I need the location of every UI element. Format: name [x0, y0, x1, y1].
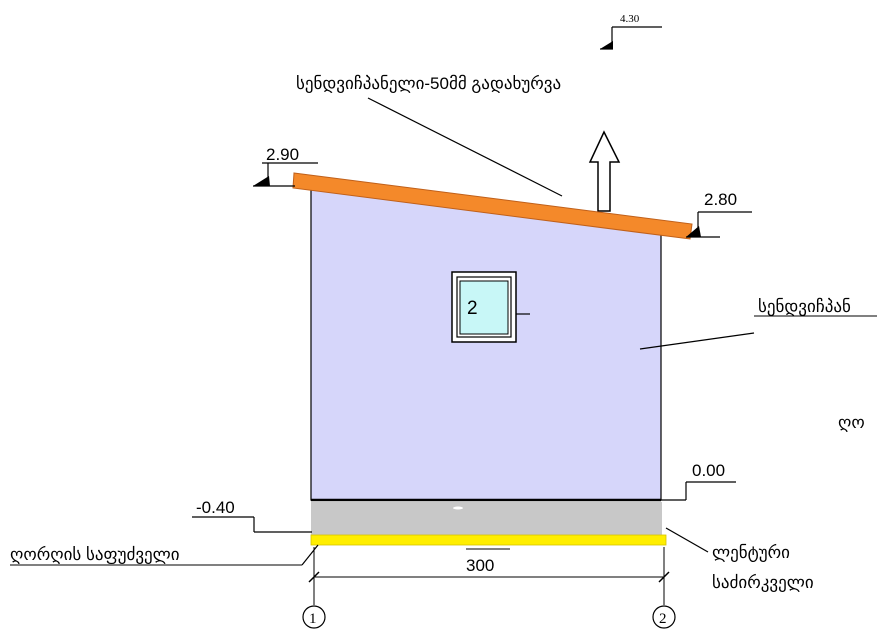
- roof-top-level-mark: 4.30: [600, 13, 662, 50]
- roof-slab: [292, 172, 693, 240]
- foundation-level-text: -0.40: [196, 498, 235, 517]
- axis-2-label: 2: [659, 611, 667, 627]
- right-level-text: 2.80: [704, 190, 737, 209]
- side-text-fragment: ღო: [838, 413, 865, 432]
- left-level-mark: 2.90: [253, 145, 318, 187]
- window: 2: [451, 271, 530, 343]
- strip-leader-line: [665, 527, 709, 553]
- roof-material-label: სენდვიჩპანელი-50მმ გადახურვა: [296, 74, 561, 94]
- span-dimension: 300: [308, 547, 670, 600]
- wall-leader-line: [639, 332, 755, 350]
- axis-marker-1: 1: [302, 600, 326, 629]
- window-mark: 2: [467, 298, 478, 319]
- right-level-mark: 2.80: [686, 190, 752, 238]
- foundation-label: ღორღის საფუძველი: [10, 545, 180, 565]
- span-dimension-text: 300: [466, 556, 494, 575]
- axis-1-label: 1: [309, 611, 317, 627]
- roof-leader-line: [367, 97, 563, 197]
- axis-marker-2: 2: [652, 600, 676, 629]
- wall-material-label: სენდვიჩპან: [758, 297, 851, 317]
- roof-top-level-text: 4.30: [620, 13, 640, 25]
- wall-panel: [310, 185, 662, 501]
- foundation-leader-line: [301, 544, 319, 566]
- foundation-level-mark: -0.40: [192, 498, 312, 533]
- ground-level-mark: 0.00: [661, 461, 736, 501]
- strip-footing: [310, 534, 667, 546]
- ground-level-text: 0.00: [692, 461, 725, 480]
- up-arrow-icon: [588, 130, 621, 212]
- left-level-text: 2.90: [266, 145, 299, 164]
- strip-label-line2: საძირკველი: [712, 573, 814, 593]
- strip-label-line1: ლენტური: [712, 543, 790, 563]
- foundation-gravel: [311, 502, 662, 535]
